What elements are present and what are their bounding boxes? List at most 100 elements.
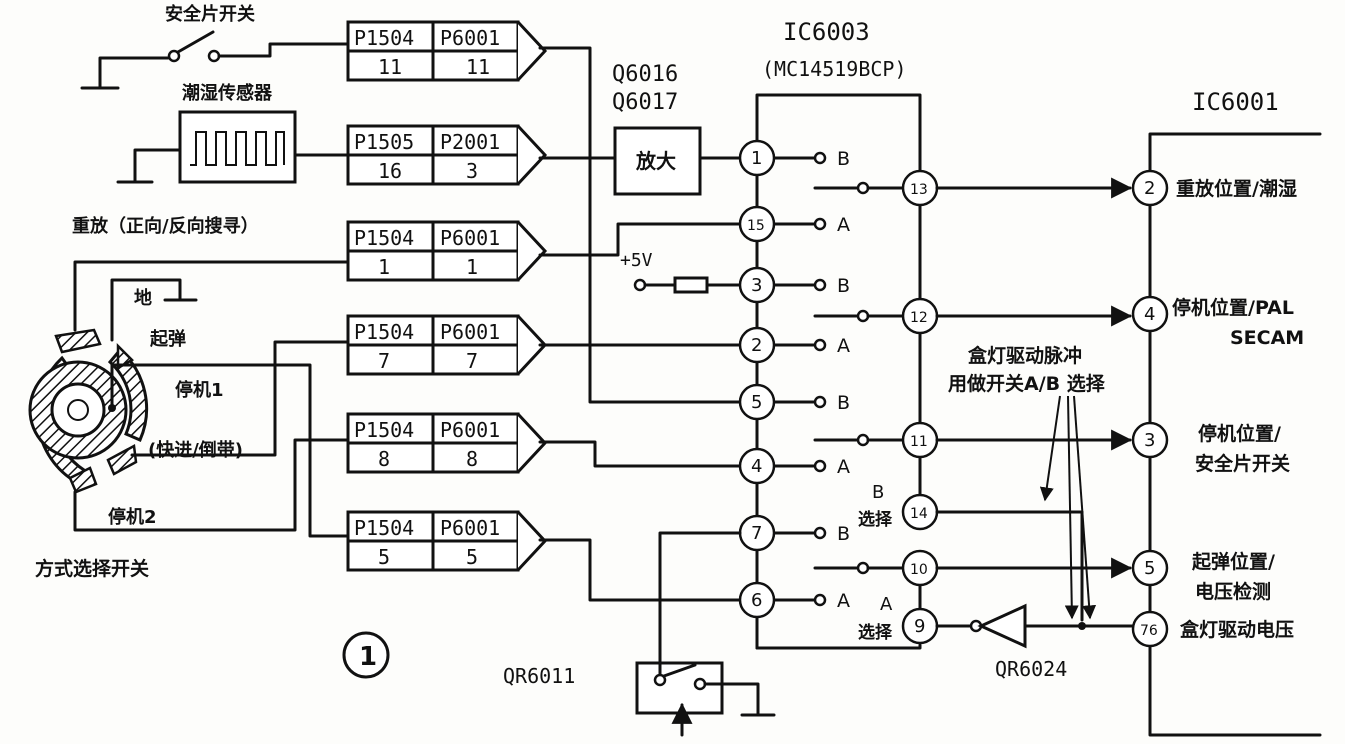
- select-a-letter: A: [880, 594, 893, 615]
- ic6003-right-pin: 13: [813, 169, 939, 207]
- connector-right-pin: 8: [466, 447, 478, 471]
- connector-left-label: P1504: [354, 516, 414, 540]
- mode-switch-label: 方式选择开关: [35, 557, 149, 580]
- connector-right-pin: 7: [466, 349, 478, 373]
- ic6003-pin-number: 15: [747, 218, 765, 234]
- ic6003-pin-side: A: [837, 214, 850, 236]
- ic6003-pin-number: 12: [910, 310, 928, 326]
- ic6001-pin-label-2: 安全片开关: [1195, 452, 1290, 475]
- ic6001-pin-number: 4: [1144, 304, 1155, 325]
- connector-left-pin: 11: [378, 55, 402, 79]
- ic6003-pin-side: A: [837, 335, 850, 357]
- pulse-label-1: 盒灯驱动脉冲: [967, 344, 1082, 367]
- play-search-label: 重放（正向/反向搜寻）: [72, 215, 259, 237]
- connector-block: P1504 P6001 5 5: [346, 510, 548, 572]
- ic6003-right-pin: 12: [813, 297, 939, 335]
- connector-right-pin: 3: [466, 159, 478, 183]
- connector-left-pin: 1: [378, 255, 390, 279]
- ic6003-left-pin: 15 A: [738, 205, 850, 243]
- ff-rew-label: (快进/倒带): [148, 439, 243, 461]
- connector-right-label: P6001: [440, 320, 500, 344]
- ic6003-pin-side: B: [837, 275, 850, 297]
- select-b-letter: B: [872, 482, 884, 503]
- connector-left-label: P1504: [354, 26, 414, 50]
- pulse-label-2: 用做开关A/B 选择: [948, 372, 1106, 395]
- connector-left-label: P1505: [354, 130, 414, 154]
- ic6003-pin-number: 14: [910, 506, 928, 522]
- ic6003-right-pin: 11: [813, 421, 939, 459]
- q6017-label: Q6017: [612, 90, 678, 115]
- connector-left-label: P1504: [354, 320, 414, 344]
- ic6003-pin-side: A: [837, 590, 850, 612]
- connector-right-pin: 1: [466, 255, 478, 279]
- ic6001-pin: 76 盒灯驱动电压: [1131, 610, 1294, 648]
- safety-switch-label: 安全片开关: [165, 3, 255, 25]
- connector-left-pin: 5: [378, 545, 390, 569]
- qr6011-label: QR6011: [503, 664, 575, 688]
- connector-right-label: P6001: [440, 418, 500, 442]
- ic6003-pin-side: B: [837, 148, 850, 170]
- figure-number-text: 1: [359, 642, 377, 672]
- ic6003-pin-number: 10: [910, 562, 928, 578]
- ic6003-pin-number: 1: [751, 148, 762, 169]
- ic6001-pin-label: 起弹位置/: [1191, 550, 1275, 573]
- ic6003-pin-side: B: [837, 392, 850, 414]
- pulse-annotation: 盒灯驱动脉冲 用做开关A/B 选择: [948, 344, 1106, 620]
- connector-left-label: P1504: [354, 418, 414, 442]
- stop2-label: 停机2: [108, 506, 157, 528]
- ic6003-right-pin: 14: [901, 493, 939, 531]
- ic6003-pin-number: 3: [751, 275, 762, 296]
- plus5v-label: +5V: [620, 250, 653, 271]
- ic6001-pin-label: 重放位置/潮湿: [1176, 177, 1297, 200]
- ic6003-label: IC6003: [783, 18, 870, 46]
- plus5v-resistor: +5V: [620, 250, 742, 294]
- qr6024-inverter: QR6024: [935, 603, 1135, 681]
- amplifier-block: Q6016 Q6017 放大: [612, 62, 742, 196]
- connector-right-label: P6001: [440, 516, 500, 540]
- connector-right-label: P6001: [440, 26, 500, 50]
- ic6003-pin-side: B: [837, 523, 850, 545]
- ic6003-right-pin: 9: [901, 607, 939, 645]
- figure-number: 1: [342, 631, 390, 679]
- connector-right-label: P6001: [440, 226, 500, 250]
- eject-label: 起弹: [149, 328, 186, 350]
- ic6001-label: IC6001: [1192, 88, 1279, 116]
- ground-label: 地: [134, 287, 152, 309]
- ic6001-pin-number: 2: [1144, 178, 1155, 199]
- connector-block: P1504 P6001 8 8: [346, 412, 548, 474]
- ic6003-pin-number: 4: [751, 456, 762, 477]
- ic6001-pin-number: 76: [1140, 623, 1158, 639]
- ic6001-pin: 2 重放位置/潮湿: [1131, 169, 1297, 207]
- ic6003-pin-number: 7: [751, 523, 762, 544]
- connector-right-label: P2001: [440, 130, 500, 154]
- ic6001-pin-label: 停机位置/PAL: [1172, 296, 1294, 319]
- humidity-sensor-label: 潮湿传感器: [182, 82, 273, 104]
- ic6003-pin-number: 2: [751, 335, 762, 356]
- safety-switch: 安全片开关: [80, 3, 350, 90]
- ic6003-part-label: (MC14519BCP): [762, 57, 907, 81]
- connector-right-pin: 5: [466, 545, 478, 569]
- ic6001-pin-number: 3: [1144, 430, 1155, 451]
- ic6001-pin-label: 盒灯驱动电压: [1179, 618, 1294, 641]
- connector-left-pin: 8: [378, 447, 390, 471]
- ic6003-pin-number: 13: [910, 182, 928, 198]
- mode-switch: 重放（正向/反向搜寻） 地 起弹 停机1 (快进/倒带) 停机2 方式选择开关: [28, 215, 350, 580]
- ic6003-right-pin: 10: [813, 549, 939, 587]
- qr6011-switch: QR6011: [503, 531, 776, 737]
- ic6003-pin-number: 9: [914, 616, 925, 637]
- ic6003-pin-number: 5: [751, 392, 762, 413]
